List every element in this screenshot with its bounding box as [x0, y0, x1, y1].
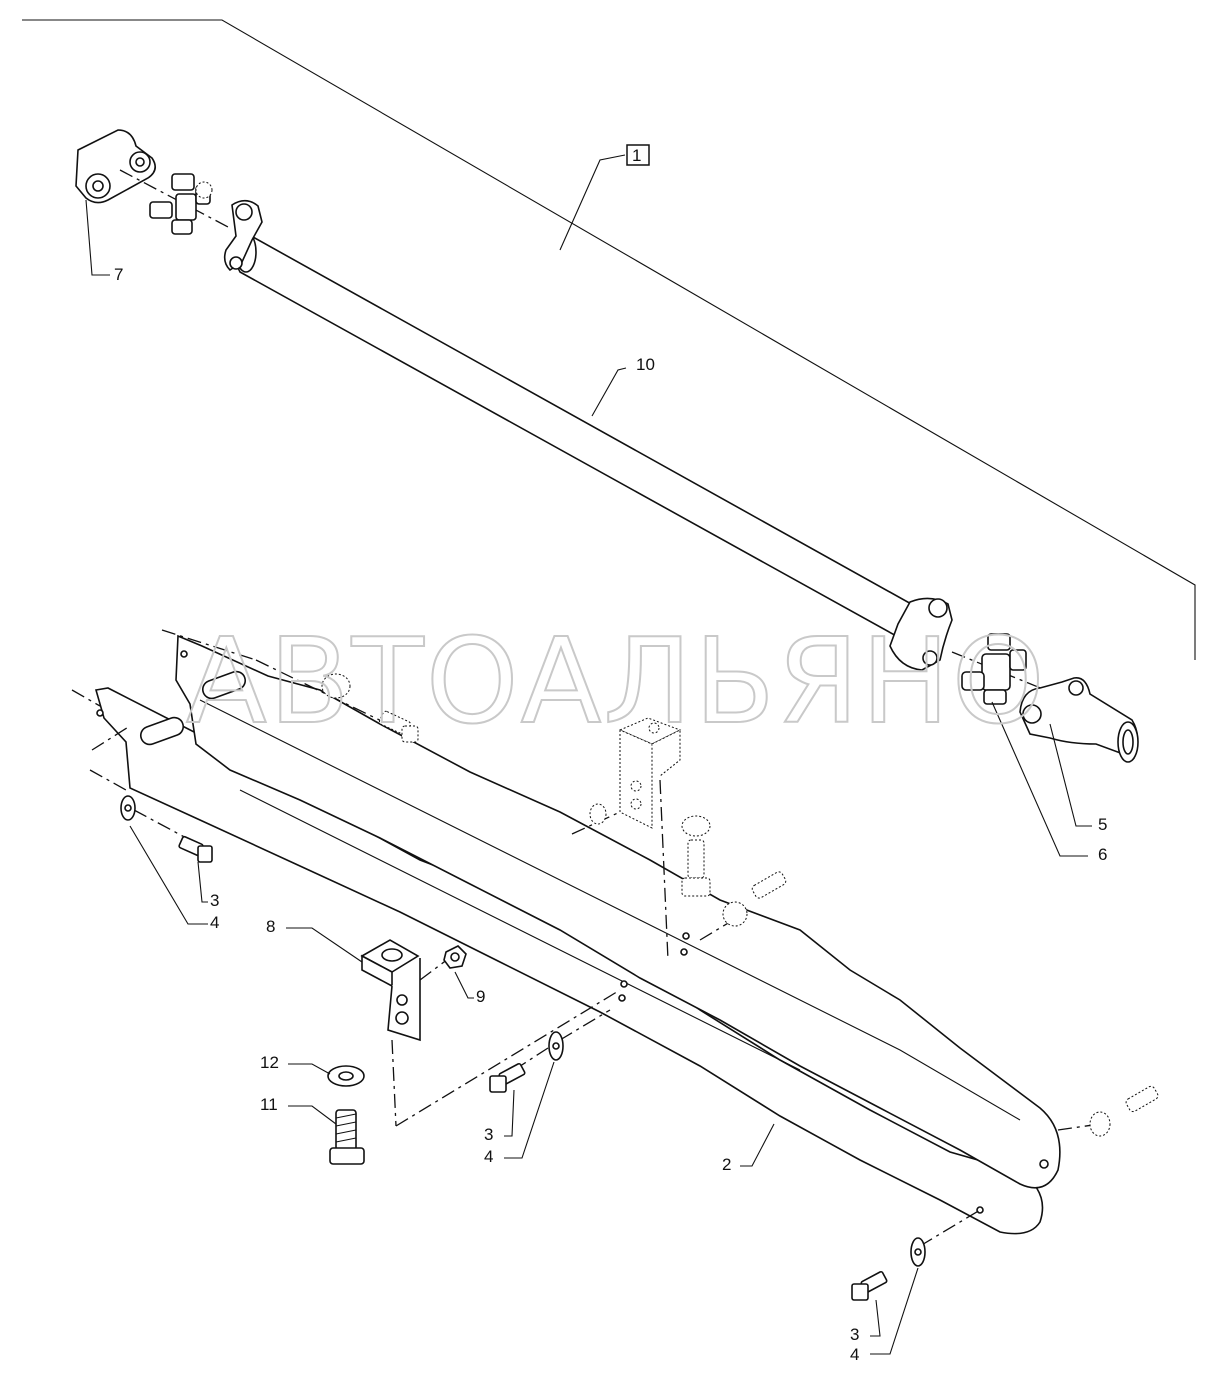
callout-box-1 [626, 144, 650, 166]
callout-6: 6 [1098, 845, 1107, 864]
callout-4-bottom: 4 [850, 1345, 859, 1364]
leader-lines [85, 154, 1092, 1355]
callout-4-middle: 4 [484, 1147, 493, 1166]
flange-yoke-left [75, 129, 156, 204]
shaft-guard [94, 634, 1061, 1235]
callout-1: 1 [632, 146, 641, 165]
callout-5: 5 [1098, 815, 1107, 834]
fastener-set-left [89, 725, 213, 863]
drive-shaft-tube [223, 199, 953, 671]
callout-8: 8 [266, 917, 275, 936]
watermark-text: АВТОАЛЬЯНО [186, 612, 1047, 750]
callout-3-left: 3 [210, 891, 219, 910]
callout-3-bottom: 3 [850, 1325, 859, 1344]
dotted-fasteners-top [71, 629, 1159, 1137]
slip-yoke-right [1019, 677, 1139, 763]
universal-joint-left [119, 169, 231, 235]
assembly-bracket-line [22, 19, 1196, 660]
callout-labels: 1 10 7 5 6 8 9 3 4 12 11 3 4 2 3 4 [114, 144, 1107, 1364]
callout-4-left: 4 [210, 913, 219, 932]
universal-joint-right [951, 633, 1071, 705]
callout-3-middle: 3 [484, 1125, 493, 1144]
callout-11: 11 [260, 1095, 278, 1114]
callout-10: 10 [636, 355, 655, 374]
callout-12: 12 [260, 1053, 279, 1072]
callout-7: 7 [114, 265, 123, 284]
callout-9: 9 [476, 987, 485, 1006]
callout-2: 2 [722, 1155, 731, 1174]
fastener-set-bottom [851, 1209, 981, 1301]
washer-12 [327, 1065, 365, 1087]
bolt-11 [329, 1109, 365, 1165]
nut-9 [443, 945, 467, 969]
fastener-set-middle [489, 1009, 611, 1093]
center-support-bracket [571, 717, 711, 961]
side-bracket [360, 939, 621, 1127]
